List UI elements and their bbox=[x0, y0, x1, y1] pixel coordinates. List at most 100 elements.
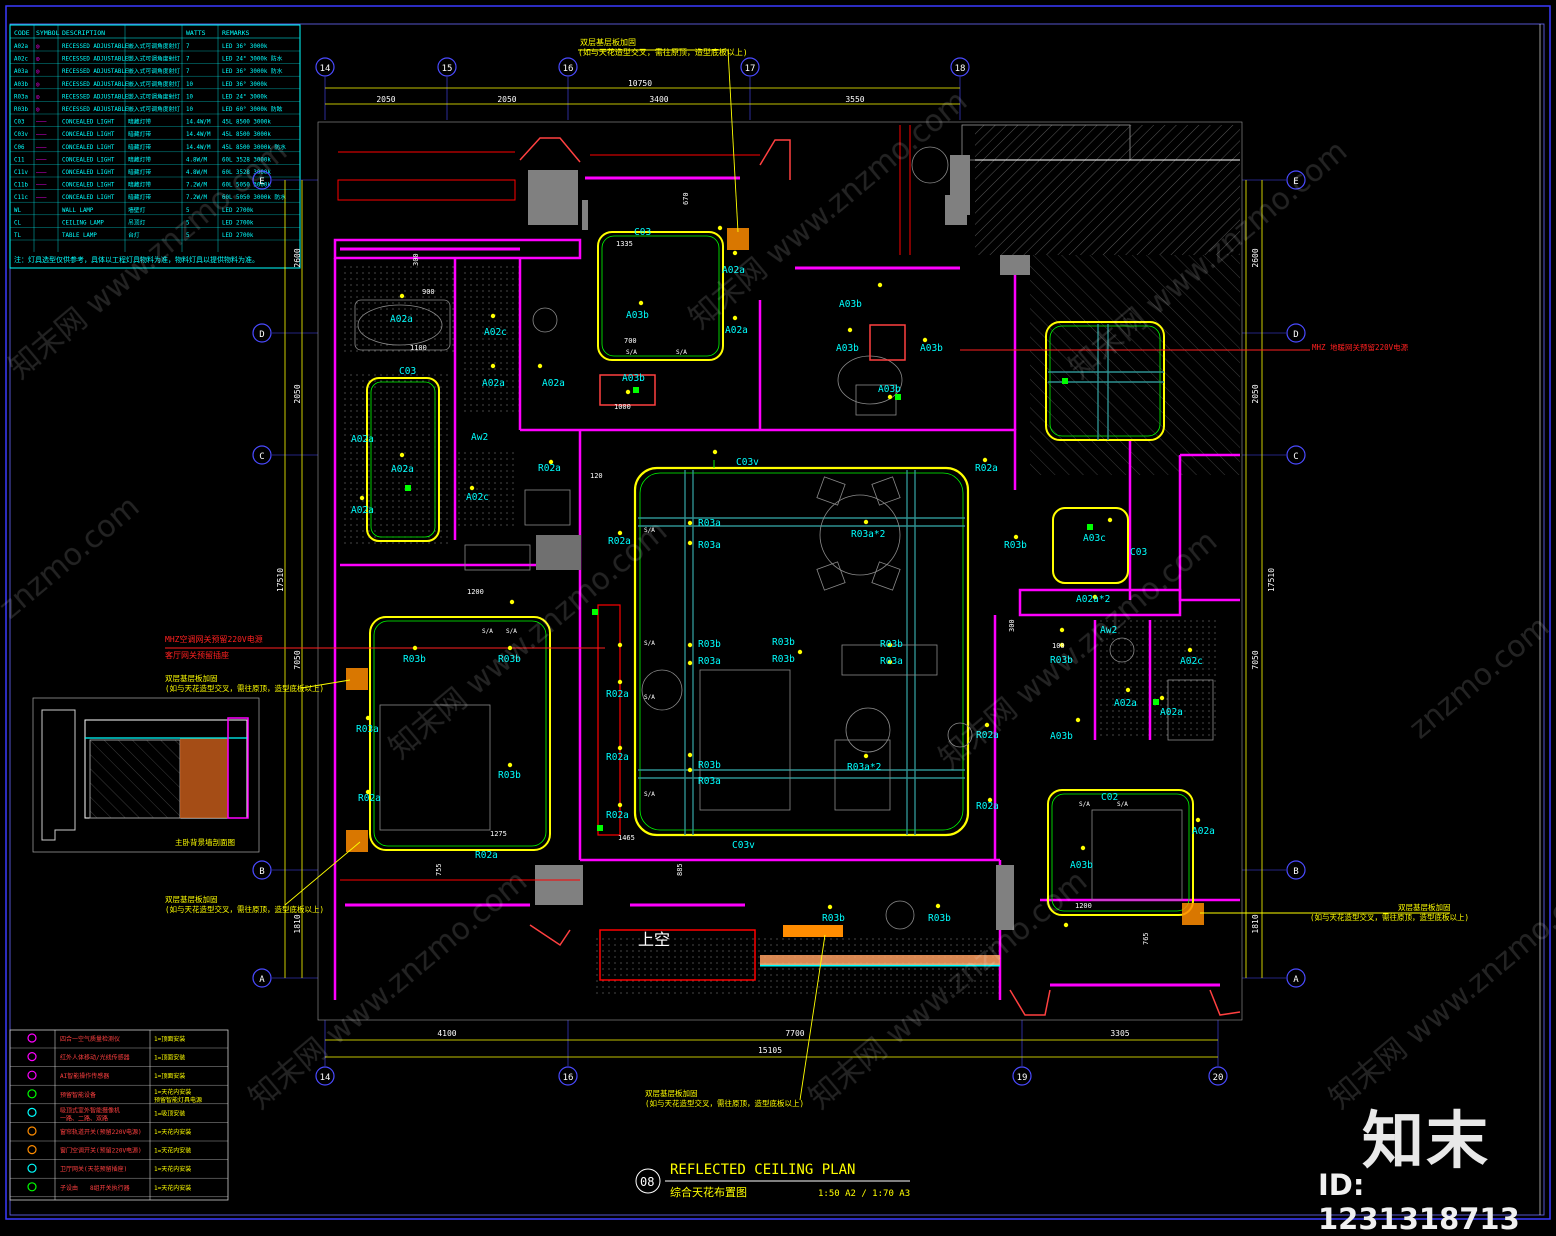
legend-cell: 5 bbox=[186, 220, 190, 226]
fixture-dot bbox=[717, 225, 723, 231]
light-label: R03a*2 bbox=[851, 529, 885, 540]
inner-dim-d3: 1335 bbox=[616, 240, 633, 248]
inner-dim-d4: 670 bbox=[682, 192, 690, 205]
symbol-desc: AI智能操作传感器 bbox=[60, 1072, 109, 1080]
legend-cell: R03a bbox=[14, 94, 28, 100]
fixture-dot bbox=[617, 642, 623, 648]
light-label: R02a bbox=[606, 752, 629, 763]
legend-cell: TL bbox=[14, 233, 21, 239]
legend-cell: CONCEALED LIGHT bbox=[62, 170, 115, 176]
light-label: R03a bbox=[698, 540, 721, 551]
legend-cell: A03a bbox=[14, 69, 28, 75]
legend-header: DESCRIPTION bbox=[62, 29, 105, 37]
light-label: A03b bbox=[626, 310, 649, 321]
dim-right: 2600 bbox=[1251, 248, 1260, 267]
light-label: R03a bbox=[698, 518, 721, 529]
inset-section: 主卧背景墙剖面图 bbox=[32, 697, 260, 853]
legend-header: CODE bbox=[14, 29, 30, 37]
fixture-dot bbox=[537, 363, 543, 369]
switch-tag: S/A bbox=[676, 349, 687, 356]
fixture-dot bbox=[365, 715, 371, 721]
light-label: R02a bbox=[606, 810, 629, 821]
legend-cell: 45L 8500 3000k bbox=[222, 132, 271, 138]
grid-bottom-20: 20 bbox=[1213, 1073, 1224, 1083]
light-label: A03b bbox=[1050, 731, 1073, 742]
dim-top: 2050 bbox=[376, 95, 395, 104]
legend-cell: LED 2700k bbox=[222, 208, 254, 214]
light-label: R02a bbox=[358, 793, 381, 804]
legend-cell: RECESSED ADJUSTABLE bbox=[62, 107, 129, 113]
light-label: R03b bbox=[698, 760, 721, 771]
grid-bottom-14: 14 bbox=[320, 1073, 331, 1083]
symbol-remark: 1=顶面安装 bbox=[154, 1035, 185, 1043]
light-label: R03b bbox=[498, 770, 521, 781]
light-label: R02a bbox=[538, 463, 561, 474]
fixture-dot bbox=[982, 457, 988, 463]
fixture-dot bbox=[469, 485, 475, 491]
symbol-remark: 1=吸顶安装 bbox=[154, 1109, 185, 1117]
fixture-dot bbox=[1013, 534, 1019, 540]
light-label: A02a bbox=[542, 378, 565, 389]
grid-left-A-circle bbox=[252, 968, 272, 988]
legend-symbol-icon bbox=[27, 1089, 37, 1099]
light-label: A02a bbox=[390, 314, 413, 325]
legend-cell: 嵌入式可调角度射灯 bbox=[128, 67, 180, 75]
grid-top-16: 16 bbox=[563, 64, 574, 74]
symbol-desc: 四合一空气质量检测仪 bbox=[60, 1035, 120, 1043]
light-label: A03b bbox=[920, 343, 943, 354]
switch-tag: S/A bbox=[644, 694, 655, 701]
switch-tag: S/A bbox=[644, 791, 655, 798]
fixture-dot bbox=[625, 389, 631, 395]
light-label: A03b bbox=[622, 373, 645, 384]
dim-left: 1810 bbox=[293, 914, 302, 933]
light-label: C02 bbox=[1101, 792, 1118, 803]
legend-note: 注：灯具选型仅供参考，具体以工程灯具物料为准，物料灯具以提供物料为准。 bbox=[14, 255, 259, 264]
grid-right-D: D bbox=[1293, 330, 1298, 340]
fixture-dot bbox=[509, 599, 515, 605]
grid-bottom-20-circle bbox=[1208, 1066, 1228, 1086]
legend-cell: ◎ bbox=[36, 57, 40, 63]
light-label: A02a bbox=[482, 378, 505, 389]
fixture-dot bbox=[617, 679, 623, 685]
legend-cell: 7.2W/M bbox=[186, 195, 207, 201]
fixture-dot bbox=[399, 452, 405, 458]
legend-header: REMARKS bbox=[222, 29, 249, 37]
hatched-zone-top-right bbox=[975, 125, 1240, 255]
dim-right: 2050 bbox=[1251, 384, 1260, 403]
fixture-dot bbox=[887, 642, 893, 648]
grid-left-D: D bbox=[259, 330, 264, 340]
legend-cell: ——— bbox=[36, 170, 47, 176]
grid-right-C: C bbox=[1293, 452, 1298, 462]
note-d-right: MHZ 地暖网关预留220V电源 bbox=[1312, 342, 1409, 352]
fixture-dot bbox=[1063, 922, 1069, 928]
fixture-dot bbox=[887, 394, 893, 400]
watermark-6: 知末网 www.znzmo.com bbox=[243, 864, 534, 1116]
symbol-remark: 1=天花内安装 bbox=[154, 1088, 191, 1096]
fixture-dot bbox=[863, 753, 869, 759]
title-en: REFLECTED CEILING PLAN bbox=[670, 1162, 855, 1178]
symbol-desc: 吸顶式室外智能摄像机 bbox=[60, 1106, 120, 1114]
note-bottom-yellow: 双层基层板加固 bbox=[645, 1088, 698, 1098]
light-label: R02a bbox=[976, 730, 999, 741]
light-label: R03a bbox=[698, 776, 721, 787]
dim-top: 2050 bbox=[497, 95, 516, 104]
legend-cell: ◎ bbox=[36, 94, 40, 100]
dim-left: 7050 bbox=[293, 650, 302, 669]
note-left-yellow-1: 双层基层板加固 bbox=[165, 673, 218, 683]
fixture-dot bbox=[359, 495, 365, 501]
inner-dim-d6: 1000 bbox=[614, 403, 631, 411]
watermark-10: znzmo.com bbox=[1403, 609, 1556, 746]
legend-cell: 暗藏灯带 bbox=[128, 193, 151, 201]
legend-cell: CONCEALED LIGHT bbox=[62, 120, 115, 126]
legend-cell: C11 bbox=[14, 157, 25, 163]
fixture-dot bbox=[399, 293, 405, 299]
inner-dim-d1: 900 bbox=[422, 288, 435, 296]
legend-cell: WALL LAMP bbox=[62, 208, 94, 214]
light-label: R03a bbox=[356, 724, 379, 735]
title-block: 08 REFLECTED CEILING PLAN 综合天花布置图 1:50 A… bbox=[635, 1162, 910, 1199]
legend-cell: ——— bbox=[36, 132, 47, 138]
legend-cell: LED 36° 3000k bbox=[222, 44, 268, 50]
